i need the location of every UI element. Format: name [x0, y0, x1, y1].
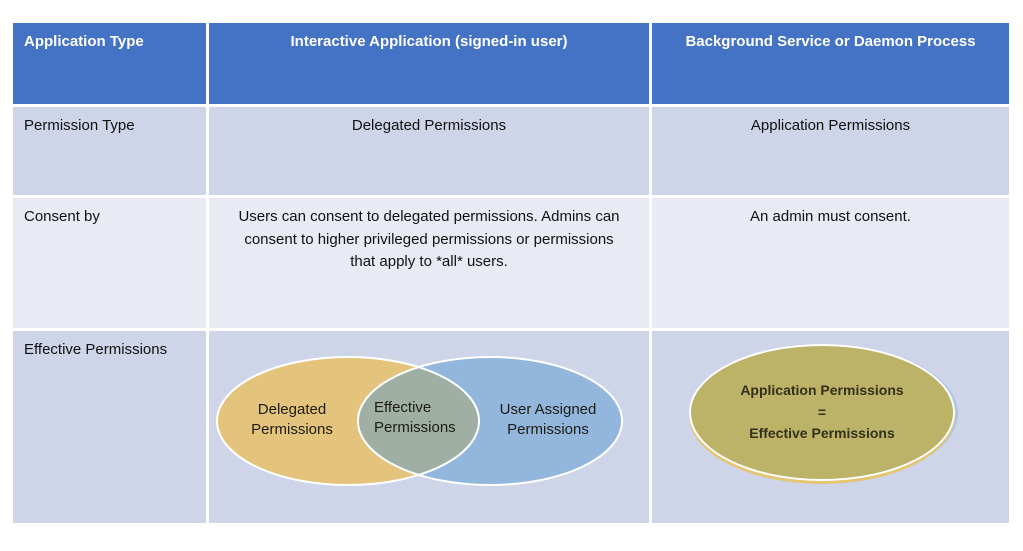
permissions-table: Application Type Interactive Application… — [13, 23, 1009, 523]
consent-daemon-value: An admin must consent. — [652, 198, 1009, 328]
header-application-type: Application Type — [13, 23, 206, 104]
permission-type-label: Permission Type — [13, 107, 206, 195]
consent-interactive-text: Users can consent to delegated permissio… — [238, 208, 620, 270]
application-equals-effective-ellipse: Application Permissions = Effective Perm… — [689, 344, 955, 481]
effective-permissions-daemon-cell: Application Permissions = Effective Perm… — [652, 331, 1009, 523]
olive-ellipse-line2: = — [817, 403, 827, 420]
consent-interactive-cell: Users can consent to delegated permissio… — [209, 198, 649, 328]
consent-by-label: Consent by — [13, 198, 206, 328]
header-background-service: Background Service or Daemon Process — [652, 23, 1009, 104]
header-interactive-application: Interactive Application (signed-in user) — [209, 23, 649, 104]
olive-ellipse-line1: Application Permissions — [740, 381, 904, 398]
venn-user-assigned-label: User Assigned Permissions — [499, 400, 597, 438]
permission-type-interactive-value: Delegated Permissions — [209, 107, 649, 195]
venn-diagram — [216, 356, 623, 486]
effective-permissions-label: Effective Permissions — [13, 331, 206, 523]
venn-overlap-region — [358, 357, 479, 485]
user-assigned-ellipse-outline — [357, 356, 623, 486]
venn-delegated-label: Delegated Permissions — [251, 400, 333, 438]
venn-effective-label: Effective Permissions — [374, 398, 456, 436]
olive-ellipse-line3: Effective Permissions — [749, 425, 895, 442]
permission-type-daemon-value: Application Permissions — [652, 107, 1009, 195]
effective-permissions-venn-cell: Delegated Permissions Effective Permissi… — [209, 331, 649, 523]
delegated-ellipse-outline — [216, 356, 480, 486]
